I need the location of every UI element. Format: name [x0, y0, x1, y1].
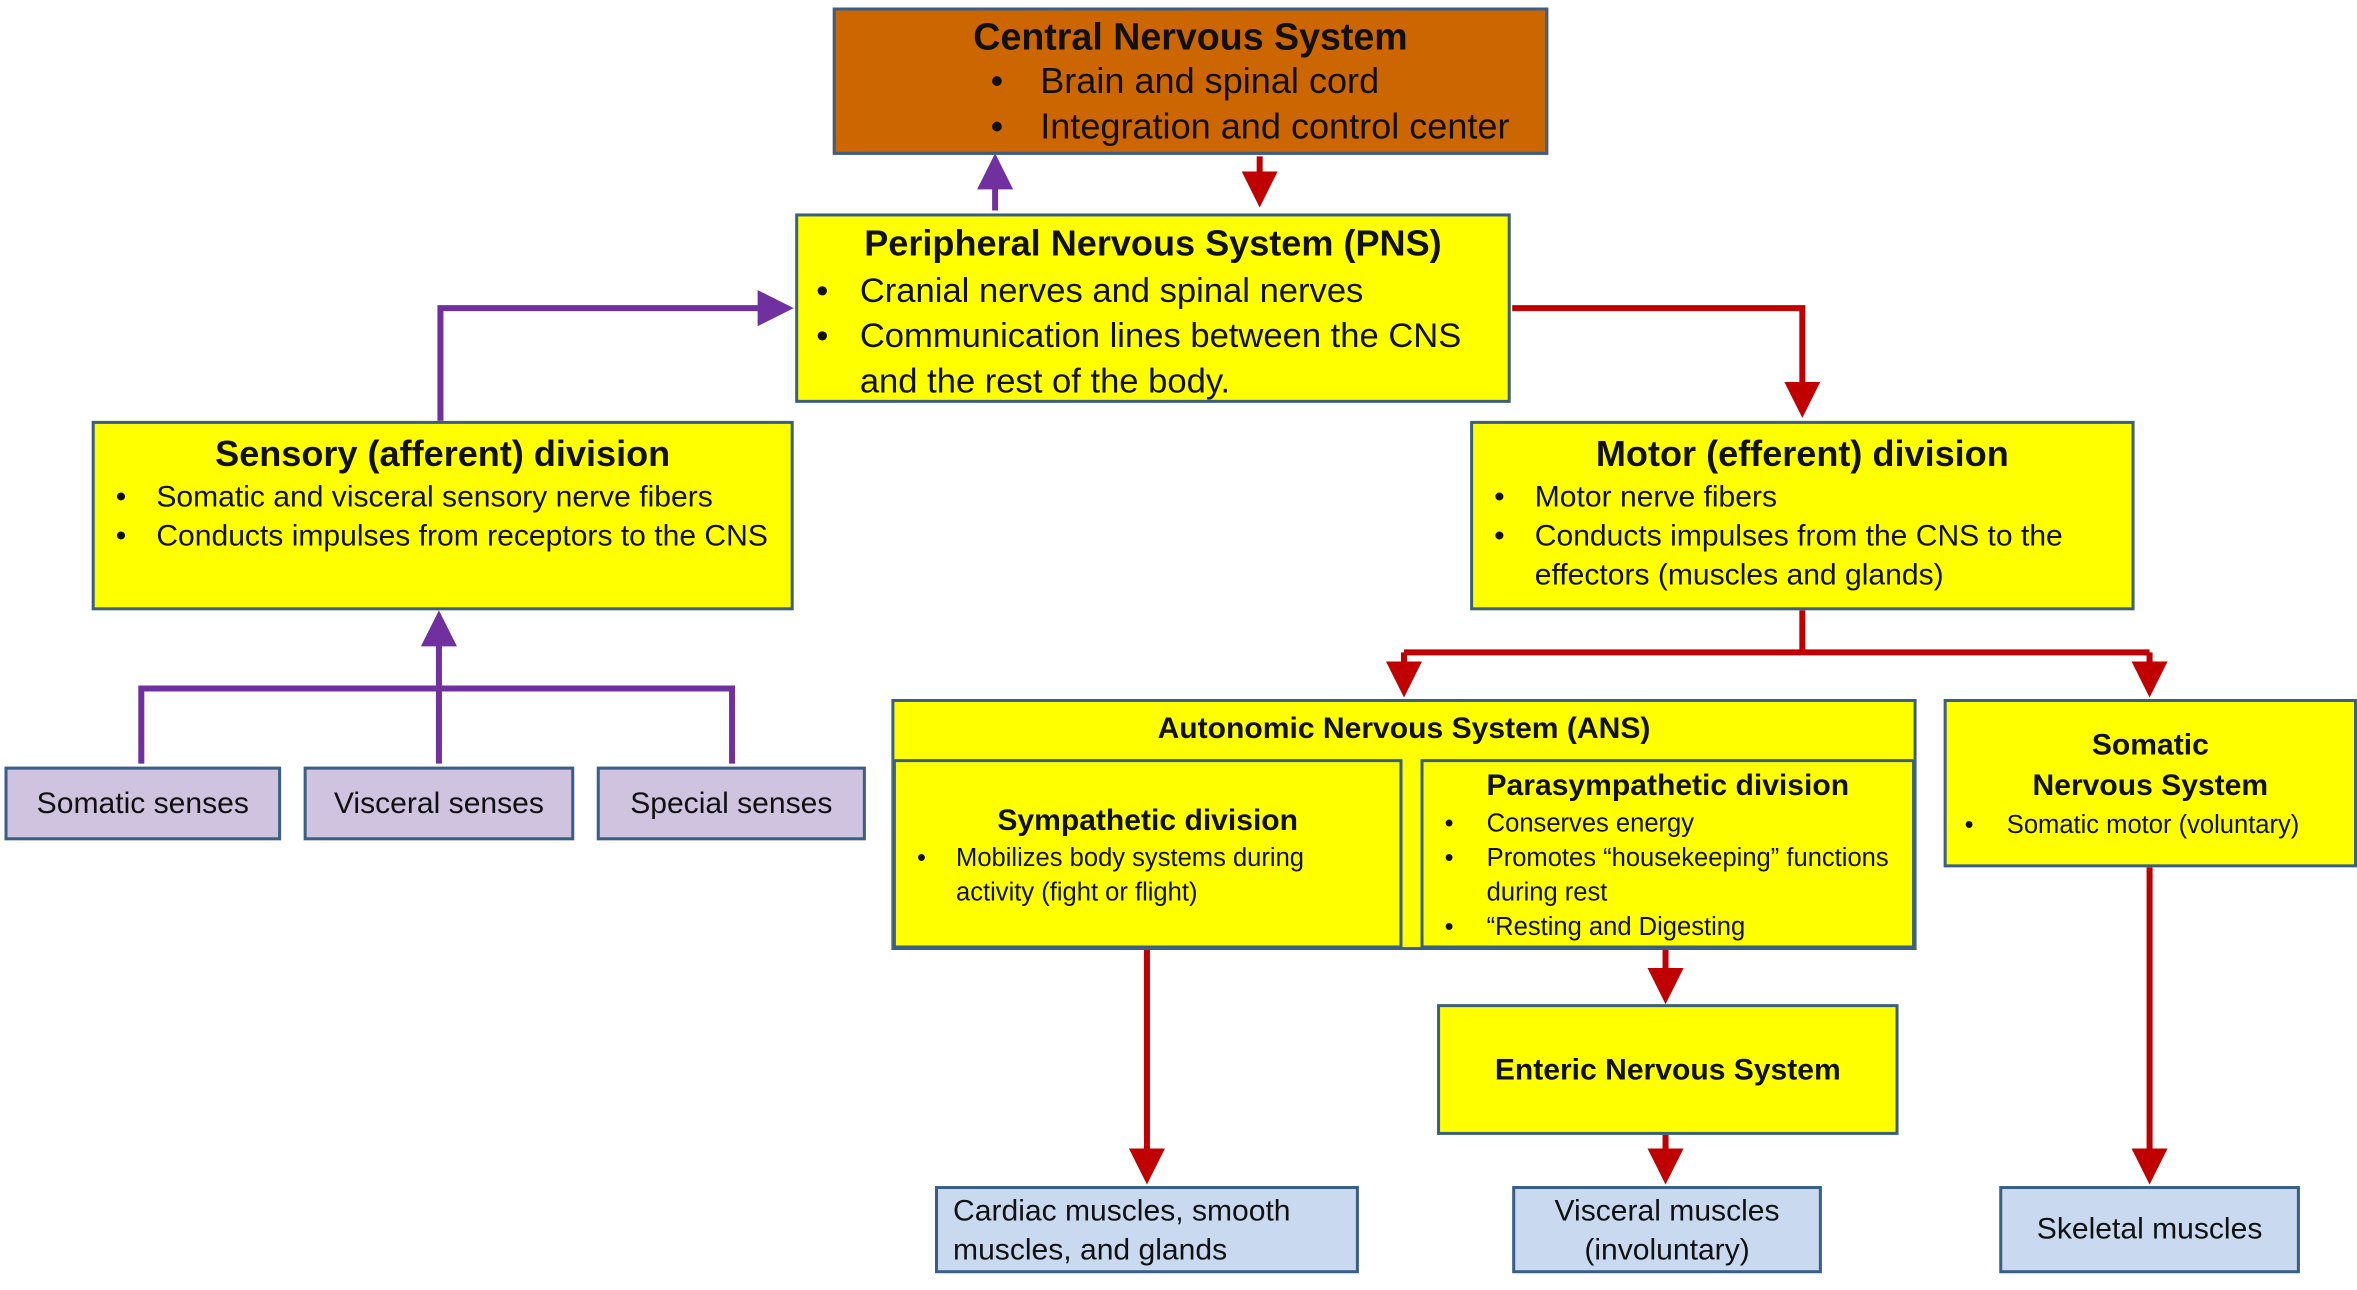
sensory-title: Sensory (afferent) division [215, 434, 671, 476]
sympathetic-division-box: Sympathetic division Mobilizes body syst… [892, 759, 1403, 949]
motor-item: Motor nerve fibers [1485, 478, 2119, 517]
special-senses-label: Special senses [630, 787, 833, 821]
special-senses-box: Special senses [596, 766, 866, 841]
sensory-division-box: Sensory (afferent) division Somatic and … [91, 420, 794, 611]
somatic-ns-title: Somatic Nervous System [2032, 729, 2269, 803]
visceral-senses-box: Visceral senses [303, 766, 575, 841]
sympathetic-item: Mobilizes body systems during activity (… [908, 840, 1388, 909]
cns-item: Integration and control center [973, 105, 1546, 150]
pns-item: Cranial nerves and spinal nerves [807, 268, 1498, 313]
pns-title: Peripheral Nervous System (PNS) [864, 223, 1442, 265]
parasympathetic-item: “Resting and Digesting [1436, 909, 1900, 944]
visceral-muscles-label: Visceral muscles (involuntary) [1554, 1195, 1780, 1268]
cns-box: Central Nervous System Brain and spinal … [832, 7, 1549, 155]
motor-split [1403, 610, 2150, 656]
visceral-muscles-box: Visceral muscles (involuntary) [1512, 1186, 1822, 1274]
skeletal-muscles-label: Skeletal muscles [2036, 1213, 2263, 1247]
ans-title: Autonomic Nervous System (ANS) [1157, 712, 1651, 746]
somatic-senses-box: Somatic senses [4, 766, 282, 841]
enteric-nervous-system-box: Enteric Nervous System [1437, 1004, 1899, 1135]
pns-box: Peripheral Nervous System (PNS) Cranial … [795, 213, 1511, 403]
motor-item: Conducts impulses from the CNS to the ef… [1485, 517, 2119, 595]
motor-title: Motor (efferent) division [1595, 434, 2009, 476]
sympathetic-title: Sympathetic division [997, 804, 1299, 838]
cns-item: Brain and spinal cord [973, 60, 1546, 105]
sensory-item: Somatic and visceral sensory nerve fiber… [107, 478, 779, 517]
cardiac-muscles-box: Cardiac muscles, smooth muscles, and gla… [934, 1186, 1359, 1274]
skeletal-muscles-box: Skeletal muscles [1999, 1186, 2300, 1274]
somatic-senses-label: Somatic senses [36, 787, 249, 821]
somatic-ns-item: Somatic motor (voluntary) [1956, 807, 2345, 842]
enteric-title: Enteric Nervous System [1494, 1053, 1841, 1087]
cardiac-muscles-label: Cardiac muscles, smooth muscles, and gla… [953, 1195, 1291, 1268]
arrow-pns-to-motor [1512, 305, 1821, 418]
parasympathetic-title: Parasympathetic division [1486, 769, 1850, 803]
visceral-senses-label: Visceral senses [333, 787, 544, 821]
parasympathetic-item: Promotes “housekeeping” functions during… [1436, 840, 1900, 909]
cns-title: Central Nervous System [973, 16, 1408, 59]
arrow-sensory-to-pns [437, 290, 794, 421]
parasympathetic-division-box: Parasympathetic division Conserves energ… [1420, 759, 1916, 949]
pns-item: Communication lines between the CNS and … [807, 313, 1498, 403]
somatic-nervous-system-box: Somatic Nervous System Somatic motor (vo… [1943, 698, 2357, 868]
sensory-item: Conducts impulses from receptors to the … [107, 517, 779, 556]
motor-division-box: Motor (efferent) division Motor nerve fi… [1470, 420, 2135, 611]
parasympathetic-item: Conserves energy [1436, 806, 1900, 841]
